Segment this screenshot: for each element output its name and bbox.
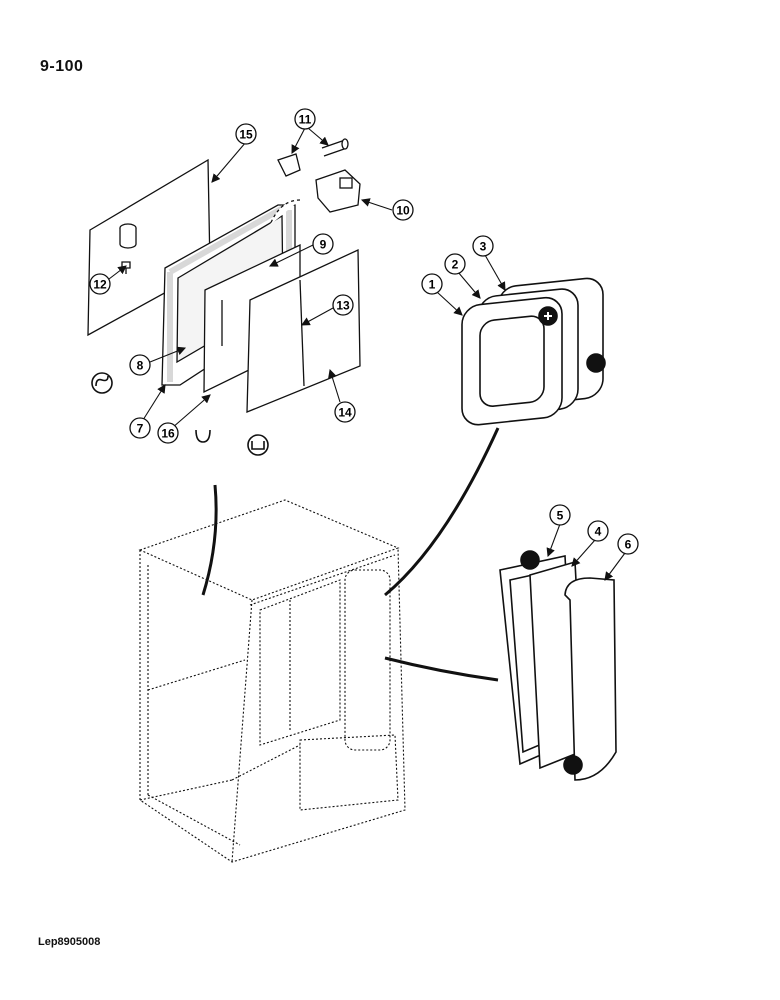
- clip-symbols: [91, 372, 269, 456]
- callout-10: 10: [392, 199, 414, 221]
- drawing-reference-code: Lep8905008: [38, 936, 101, 948]
- svg-text:4: 4: [595, 525, 602, 539]
- svg-text:12: 12: [93, 278, 107, 292]
- svg-text:9: 9: [320, 238, 327, 252]
- latch-part: [269, 138, 361, 226]
- callout-5: 5: [549, 504, 571, 526]
- callout-14: 14: [334, 401, 356, 423]
- callout-15: 15: [235, 123, 257, 145]
- callout-11: 11: [294, 108, 316, 130]
- page-number: 9-100: [40, 58, 84, 75]
- svg-text:16: 16: [161, 427, 175, 441]
- callout-3: 3: [472, 235, 494, 257]
- svg-text:14: 14: [338, 406, 352, 420]
- svg-text:8: 8: [137, 359, 144, 373]
- seal-rings-upper: [461, 277, 606, 426]
- leader-lines: [201, 427, 500, 682]
- callout-2: 2: [444, 253, 466, 275]
- callout-16: 16: [157, 422, 179, 444]
- svg-text:3: 3: [480, 240, 487, 254]
- callout-9: 9: [312, 233, 334, 255]
- svg-text:1: 1: [429, 278, 436, 292]
- bushing-part: [119, 223, 137, 274]
- callout-1: 1: [421, 273, 443, 295]
- svg-text:11: 11: [299, 113, 312, 127]
- callout-12: 12: [89, 273, 111, 295]
- svg-text:13: 13: [336, 299, 350, 313]
- callout-leaders: [108, 127, 626, 581]
- svg-text:7: 7: [137, 422, 144, 436]
- seal-rings-lower: [499, 550, 617, 781]
- callout-8: 8: [129, 354, 151, 376]
- callout-4: 4: [587, 520, 609, 542]
- svg-text:6: 6: [625, 538, 632, 552]
- callout-7: 7: [129, 417, 151, 439]
- svg-text:2: 2: [452, 258, 459, 272]
- callout-6: 6: [617, 533, 639, 555]
- callout-13: 13: [332, 294, 354, 316]
- cab-outline: [138, 499, 406, 863]
- svg-text:5: 5: [557, 509, 564, 523]
- svg-text:15: 15: [239, 128, 253, 142]
- svg-text:10: 10: [396, 204, 410, 218]
